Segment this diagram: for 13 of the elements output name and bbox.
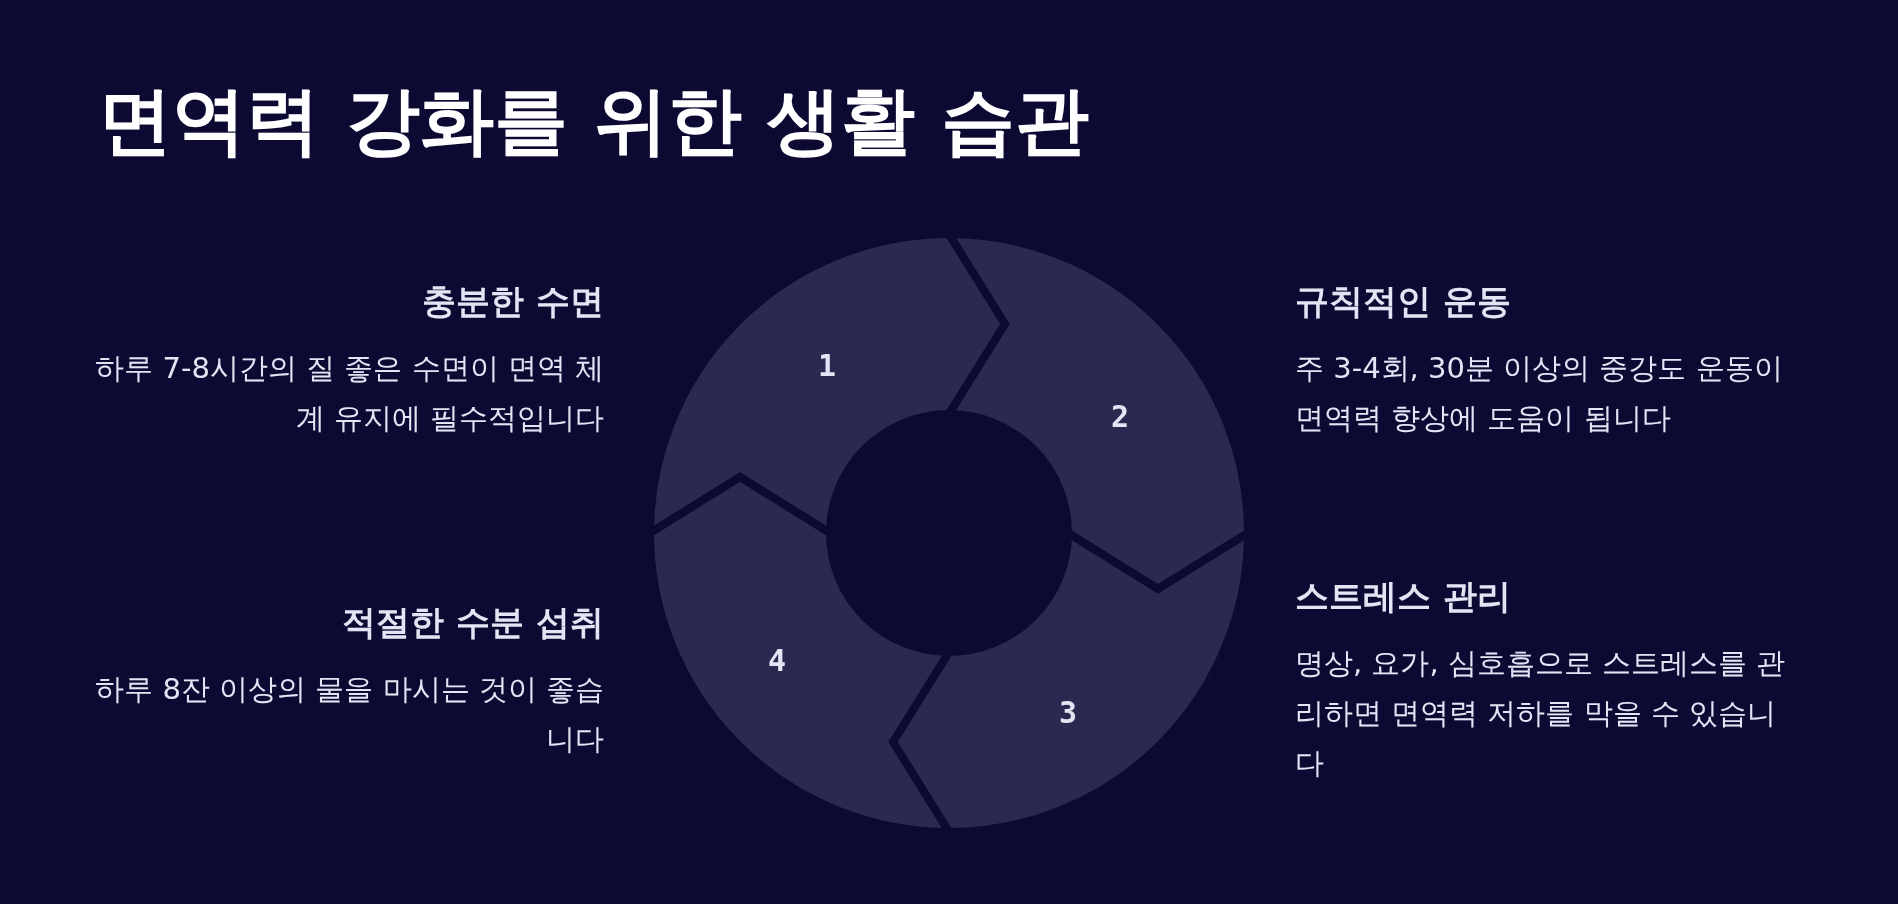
description-text: 주 3-4회, 30분 이상의 중강도 운동이 면역력 향상에 도움이 됩니다 <box>1295 350 1784 437</box>
description-text: 하루 7-8시간의 질 좋은 수면이 면역 체계 유지에 필수적입니다 <box>94 350 604 437</box>
step-number: 2 <box>1110 398 1130 434</box>
heading-text: 규칙적인 운동 <box>1295 280 1512 323</box>
title: 면역력 강화를 위한 생활 습관 <box>98 76 1090 165</box>
step-number: 1 <box>817 347 837 383</box>
description-text: 명상, 요가, 심호흡으로 스트레스를 관리하면 면역력 저하를 막을 수 있습니다 <box>1295 645 1787 782</box>
heading-text: 스트레스 관리 <box>1295 575 1512 618</box>
step-number: 4 <box>767 642 787 678</box>
step-number: 3 <box>1058 694 1078 730</box>
description-text: 하루 8잔 이상의 물을 마시는 것이 좋습니다 <box>94 671 604 758</box>
heading-text: 적절한 수분 섭취 <box>341 601 604 644</box>
heading-text: 충분한 수면 <box>421 280 604 323</box>
